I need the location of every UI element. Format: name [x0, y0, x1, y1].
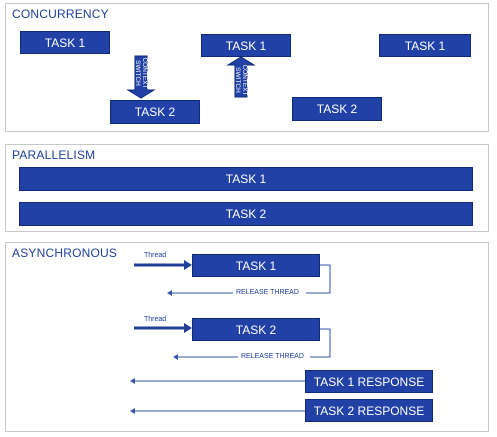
context-switch-up-arrow — [226, 56, 256, 98]
parallelism-task-1: TASK 1 — [19, 167, 473, 191]
concurrency-title: CONCURRENCY — [12, 7, 109, 21]
async-task-1-response: TASK 1 RESPONSE — [305, 370, 433, 393]
concurrency-task-1c: TASK 1 — [379, 34, 471, 57]
asynchronous-title: ASYNCHRONOUS — [12, 246, 118, 260]
thread-arrow-2 — [134, 323, 192, 333]
parallelism-title: PARALLELISM — [12, 148, 96, 162]
context-switch-down-arrow — [126, 55, 156, 99]
release-thread-connector-1 — [172, 264, 331, 294]
response-arrowhead-1 — [130, 378, 135, 384]
release-thread-label-1: RELEASE THREAD — [236, 289, 299, 296]
thread-label-1: Thread — [144, 252, 167, 259]
thread-label-2: Thread — [144, 316, 167, 323]
release-thread-arrowhead-2 — [173, 354, 178, 360]
release-thread-arrowhead-1 — [167, 290, 172, 296]
concurrency-task-2a: TASK 2 — [110, 100, 200, 124]
release-thread-connector-2 — [178, 328, 331, 358]
async-task-2-response: TASK 2 RESPONSE — [305, 399, 433, 422]
concurrency-task-2b: TASK 2 — [292, 97, 382, 121]
async-task-2: TASK 2 — [192, 318, 320, 341]
parallelism-task-2: TASK 2 — [19, 202, 473, 226]
release-thread-label-2: RELEASE THREAD — [241, 353, 304, 360]
async-task-1: TASK 1 — [192, 254, 320, 277]
response-arrowhead-2 — [130, 408, 135, 414]
thread-arrow-1 — [134, 260, 192, 270]
concurrency-task-1b: TASK 1 — [201, 34, 291, 57]
concurrency-task-1a: TASK 1 — [20, 31, 110, 54]
